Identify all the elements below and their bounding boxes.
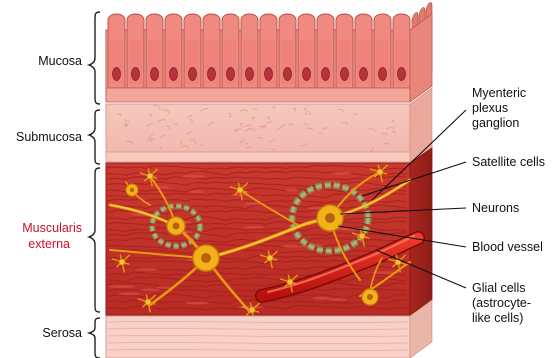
epithelial-cell (317, 14, 334, 88)
epithelial-cell (260, 14, 277, 88)
label-myenteric-line2: plexus (472, 101, 508, 115)
bracket-muscularis (89, 168, 100, 312)
label-muscularis-line2: externa (28, 237, 70, 251)
epithelial-cell (336, 14, 353, 88)
label-myenteric-line3: ganglion (472, 116, 519, 130)
muscle-nucleus (332, 172, 352, 175)
muscle-nucleus (282, 245, 302, 248)
neuron-small-right (362, 289, 378, 305)
muscle-nucleus (185, 302, 209, 305)
muscle-nucleus (286, 189, 298, 192)
muscle-nucleus (329, 298, 347, 301)
epithelial-cell (165, 14, 182, 88)
neuron-right (317, 205, 343, 231)
label-blood-vessel: Blood vessel (472, 240, 543, 254)
label-glial-line1: Glial cells (472, 281, 526, 295)
muscle-nucleus (244, 226, 264, 229)
label-glial-line3: like cells) (472, 311, 523, 325)
label-submucosa: Submucosa (16, 130, 82, 144)
bracket-serosa (89, 318, 100, 358)
epithelial-cell (241, 14, 258, 88)
label-neurons: Neurons (472, 201, 519, 215)
epithelial-cell (108, 14, 125, 88)
label-mucosa: Mucosa (38, 54, 82, 68)
muscle-nucleus (313, 297, 331, 300)
muscle-nucleus (190, 190, 204, 193)
epithelial-cell (184, 14, 201, 88)
epithelial-cells (108, 3, 432, 88)
label-myenteric-line1: Myenteric (472, 86, 526, 100)
epithelial-cell (374, 14, 391, 88)
neuron-left (167, 217, 185, 235)
epithelial-cell (146, 14, 163, 88)
muscle-nucleus (135, 268, 158, 271)
bracket-submucosa (89, 110, 100, 164)
bracket-mucosa (89, 12, 100, 104)
epithelial-cell (355, 14, 372, 88)
epithelial-cell (203, 14, 220, 88)
epithelial-cell (279, 14, 296, 88)
muscle-nucleus (181, 175, 205, 178)
neuron-large-center (193, 245, 219, 271)
label-serosa: Serosa (42, 326, 82, 340)
label-glial-line2: (astrocyte- (472, 296, 531, 310)
muscle-nucleus (118, 292, 141, 295)
mucosa-layer (106, 3, 432, 102)
muscle-nucleus (141, 289, 161, 292)
epithelial-cell (222, 14, 239, 88)
label-satellite-cells: Satellite cells (472, 155, 545, 169)
epithelial-cell (127, 14, 144, 88)
neuron-small-upper-left (126, 184, 138, 196)
muscle-nucleus (108, 285, 136, 288)
epithelial-cell (393, 14, 410, 88)
label-muscularis-line1: Muscularis (22, 221, 82, 235)
epithelial-cell (298, 14, 315, 88)
